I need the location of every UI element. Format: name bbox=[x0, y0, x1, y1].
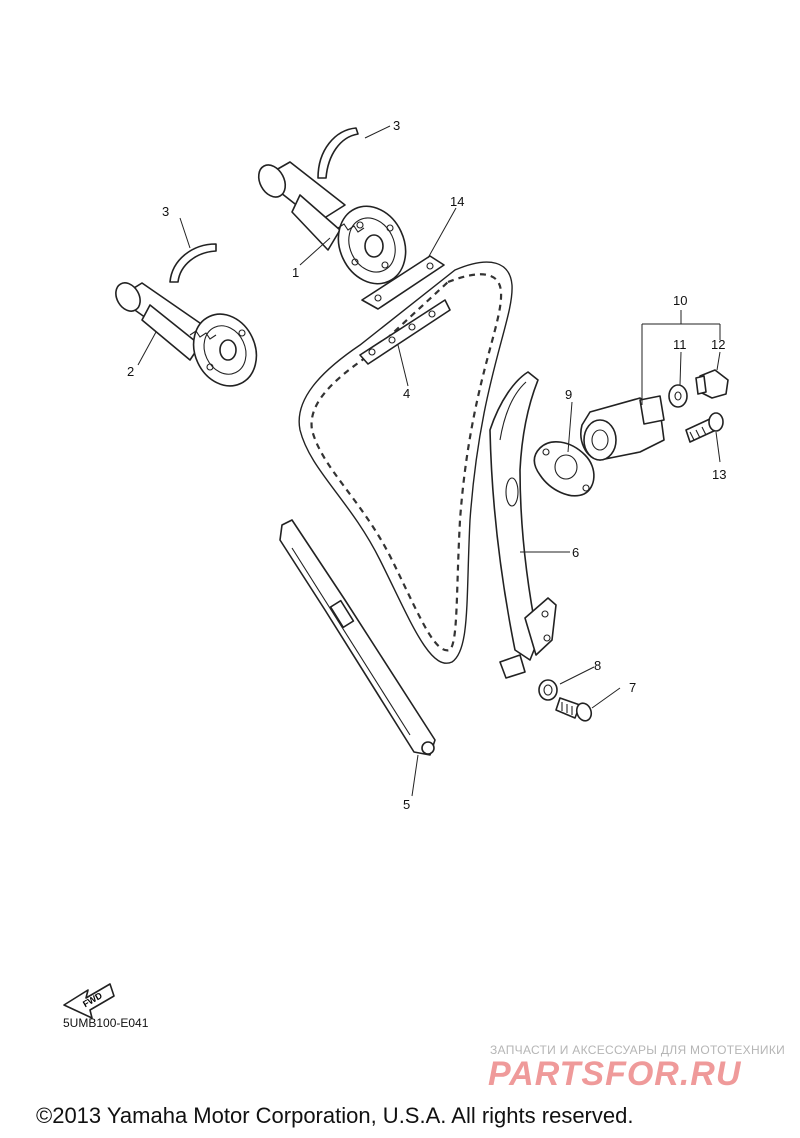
tensioner-guide-6 bbox=[489, 371, 557, 679]
copyright-notice: ©2013 Yamaha Motor Corporation, U.S.A. A… bbox=[36, 1103, 634, 1128]
callout-8: 8 bbox=[594, 658, 601, 673]
leader-lines bbox=[137, 125, 721, 797]
callout-2: 2 bbox=[127, 364, 134, 379]
callout-9: 9 bbox=[565, 387, 572, 402]
callout-12: 12 bbox=[711, 337, 725, 352]
chain-guide-5 bbox=[279, 519, 436, 756]
washer-11 bbox=[668, 384, 688, 408]
watermark-logo: PARTSFOR.RU bbox=[488, 1055, 742, 1093]
diagram-code: 5UMB100-E041 bbox=[63, 1016, 149, 1030]
timing-chain-4 bbox=[298, 261, 513, 664]
callout-11: 11 bbox=[673, 337, 687, 352]
washer-8 bbox=[538, 679, 558, 701]
tensioner-assembly-10 bbox=[580, 395, 665, 461]
camshaft-2 bbox=[115, 282, 258, 387]
callout-3-lower: 3 bbox=[162, 204, 169, 219]
callout-10: 10 bbox=[673, 293, 687, 308]
callout-14: 14 bbox=[450, 194, 464, 209]
clip-3-upper bbox=[317, 127, 359, 179]
gasket-9 bbox=[533, 441, 595, 497]
fwd-arrow-icon: FWD bbox=[63, 983, 115, 1019]
callout-4: 4 bbox=[403, 386, 410, 401]
guide-plate-14 bbox=[361, 255, 445, 310]
clip-3-lower bbox=[169, 243, 217, 283]
callout-3-upper: 3 bbox=[393, 118, 400, 133]
watermark-tagline: ЗАПЧАСТИ И АКСЕССУАРЫ ДЛЯ МОТОТЕХНИКИ bbox=[490, 1043, 786, 1057]
callout-5: 5 bbox=[403, 797, 410, 812]
callout-7: 7 bbox=[629, 680, 636, 695]
callout-1: 1 bbox=[292, 265, 299, 280]
bolt-7 bbox=[555, 697, 593, 722]
cap-bolt-12 bbox=[695, 369, 729, 399]
callout-13: 13 bbox=[712, 467, 726, 482]
bolt-13 bbox=[685, 412, 724, 443]
callout-6: 6 bbox=[572, 545, 579, 560]
camshaft-1 bbox=[257, 161, 407, 285]
